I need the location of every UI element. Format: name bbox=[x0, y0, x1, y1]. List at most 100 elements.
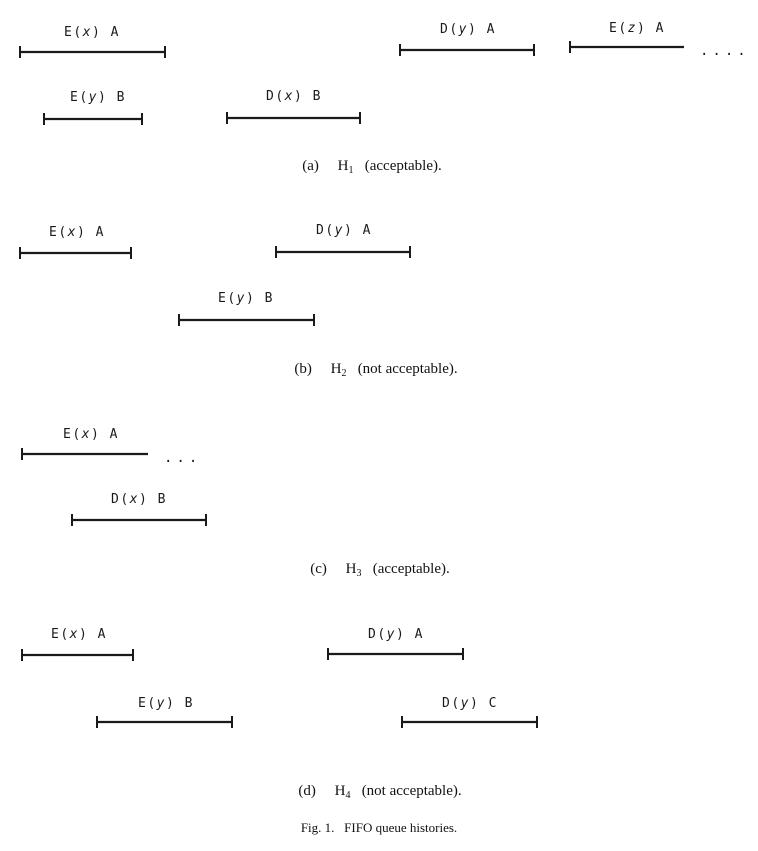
operation-argument: x bbox=[82, 25, 92, 40]
operation-interval: D(x) B bbox=[71, 492, 207, 526]
history-caption: (d) H4 (not acceptable). bbox=[298, 783, 461, 801]
operation-name: E( bbox=[64, 25, 83, 40]
operation-process: B bbox=[117, 90, 126, 105]
operation-argument: x bbox=[67, 225, 77, 240]
pending-ellipsis: ... bbox=[164, 450, 201, 466]
operation-argument: x bbox=[69, 627, 79, 642]
operation-label: D(y) A bbox=[368, 627, 424, 642]
operation-paren: ) bbox=[637, 21, 656, 36]
caption-history-index: 2 bbox=[341, 368, 346, 379]
operation-name: D( bbox=[266, 89, 285, 104]
operation-label: E(x) A bbox=[64, 25, 120, 40]
operation-label: D(y) A bbox=[440, 22, 496, 37]
operation-paren: ) bbox=[468, 22, 487, 37]
caption-status: (acceptable). bbox=[353, 158, 441, 174]
caption-status: (acceptable). bbox=[361, 561, 449, 577]
operation-paren: ) bbox=[344, 223, 363, 238]
operation-process: A bbox=[487, 22, 496, 37]
operation-interval: D(x) B bbox=[226, 89, 361, 124]
caption-history-name: H bbox=[338, 158, 349, 174]
operation-label: D(x) B bbox=[266, 89, 322, 104]
caption-tag: (d) bbox=[298, 783, 334, 799]
operation-name: E( bbox=[218, 291, 237, 306]
history-caption: (c) H3 (acceptable). bbox=[310, 561, 450, 579]
operation-interval: E(z) A.... bbox=[569, 21, 750, 59]
operation-argument: y bbox=[156, 696, 166, 711]
caption-tag: (c) bbox=[310, 561, 345, 577]
operation-argument: y bbox=[88, 90, 98, 105]
operation-interval: D(y) C bbox=[401, 696, 538, 728]
pending-ellipsis: .... bbox=[700, 43, 750, 59]
caption-status: (not acceptable). bbox=[350, 783, 461, 799]
operation-label: E(y) B bbox=[70, 90, 126, 105]
operation-name: D( bbox=[442, 696, 461, 711]
operation-name: D( bbox=[368, 627, 387, 642]
operation-process: C bbox=[489, 696, 498, 711]
operation-argument: x bbox=[81, 427, 91, 442]
operation-paren: ) bbox=[396, 627, 415, 642]
operation-argument: y bbox=[236, 291, 246, 306]
operation-process: B bbox=[313, 89, 322, 104]
operation-paren: ) bbox=[77, 225, 96, 240]
operation-process: B bbox=[265, 291, 274, 306]
operation-name: E( bbox=[609, 21, 628, 36]
operation-argument: z bbox=[628, 21, 637, 36]
operation-paren: ) bbox=[79, 627, 98, 642]
operation-interval: E(x) A... bbox=[21, 427, 201, 466]
operation-paren: ) bbox=[470, 696, 489, 711]
operation-label: E(x) A bbox=[51, 627, 107, 642]
operation-interval: D(y) A bbox=[327, 627, 464, 660]
operation-label: E(y) B bbox=[138, 696, 194, 711]
operation-interval: D(y) A bbox=[275, 223, 411, 258]
operation-interval: E(y) B bbox=[43, 90, 143, 125]
history-panel-d: E(x) AE(y) BD(y) AD(y) C(d) H4 (not acce… bbox=[21, 627, 538, 801]
operation-process: A bbox=[656, 21, 665, 36]
operation-interval: D(y) A bbox=[399, 22, 535, 56]
operation-paren: ) bbox=[294, 89, 313, 104]
caption-status: (not acceptable). bbox=[346, 361, 457, 377]
operation-process: A bbox=[111, 25, 120, 40]
caption-tag: (a) bbox=[302, 158, 337, 174]
operation-label: D(y) C bbox=[442, 696, 498, 711]
operation-paren: ) bbox=[139, 492, 158, 507]
caption-tag: (b) bbox=[294, 361, 330, 377]
operation-label: E(y) B bbox=[218, 291, 274, 306]
operation-paren: ) bbox=[246, 291, 265, 306]
operation-process: A bbox=[96, 225, 105, 240]
operation-name: E( bbox=[70, 90, 89, 105]
operation-label: E(x) A bbox=[49, 225, 105, 240]
operation-name: D( bbox=[440, 22, 459, 37]
operation-argument: y bbox=[334, 223, 344, 238]
caption-history-name: H bbox=[335, 783, 346, 799]
history-caption: (a) H1 (acceptable). bbox=[302, 158, 442, 176]
operation-argument: x bbox=[284, 89, 294, 104]
caption-history-index: 4 bbox=[345, 790, 350, 801]
history-panel-b: E(x) AE(y) BD(y) A(b) H2 (not acceptable… bbox=[19, 223, 458, 379]
operation-argument: y bbox=[458, 22, 468, 37]
operation-interval: E(x) A bbox=[19, 25, 166, 58]
operation-label: D(x) B bbox=[111, 492, 167, 507]
caption-history-index: 3 bbox=[356, 568, 361, 579]
history-caption: (b) H2 (not acceptable). bbox=[294, 361, 457, 379]
operation-name: D( bbox=[316, 223, 335, 238]
caption-history-index: 1 bbox=[348, 165, 353, 176]
operation-name: E( bbox=[51, 627, 70, 642]
operation-argument: y bbox=[460, 696, 470, 711]
operation-process: B bbox=[158, 492, 167, 507]
operation-process: A bbox=[110, 427, 119, 442]
caption-history-name: H bbox=[331, 361, 342, 377]
operation-name: E( bbox=[49, 225, 68, 240]
operation-paren: ) bbox=[166, 696, 185, 711]
operation-name: E( bbox=[63, 427, 82, 442]
operation-paren: ) bbox=[91, 427, 110, 442]
operation-process: A bbox=[98, 627, 107, 642]
operation-interval: E(y) B bbox=[178, 291, 315, 326]
operation-process: A bbox=[363, 223, 372, 238]
operation-argument: y bbox=[386, 627, 396, 642]
caption-history-name: H bbox=[346, 561, 357, 577]
operation-argument: x bbox=[129, 492, 139, 507]
figure-caption: Fig. 1. FIFO queue histories. bbox=[301, 820, 457, 835]
